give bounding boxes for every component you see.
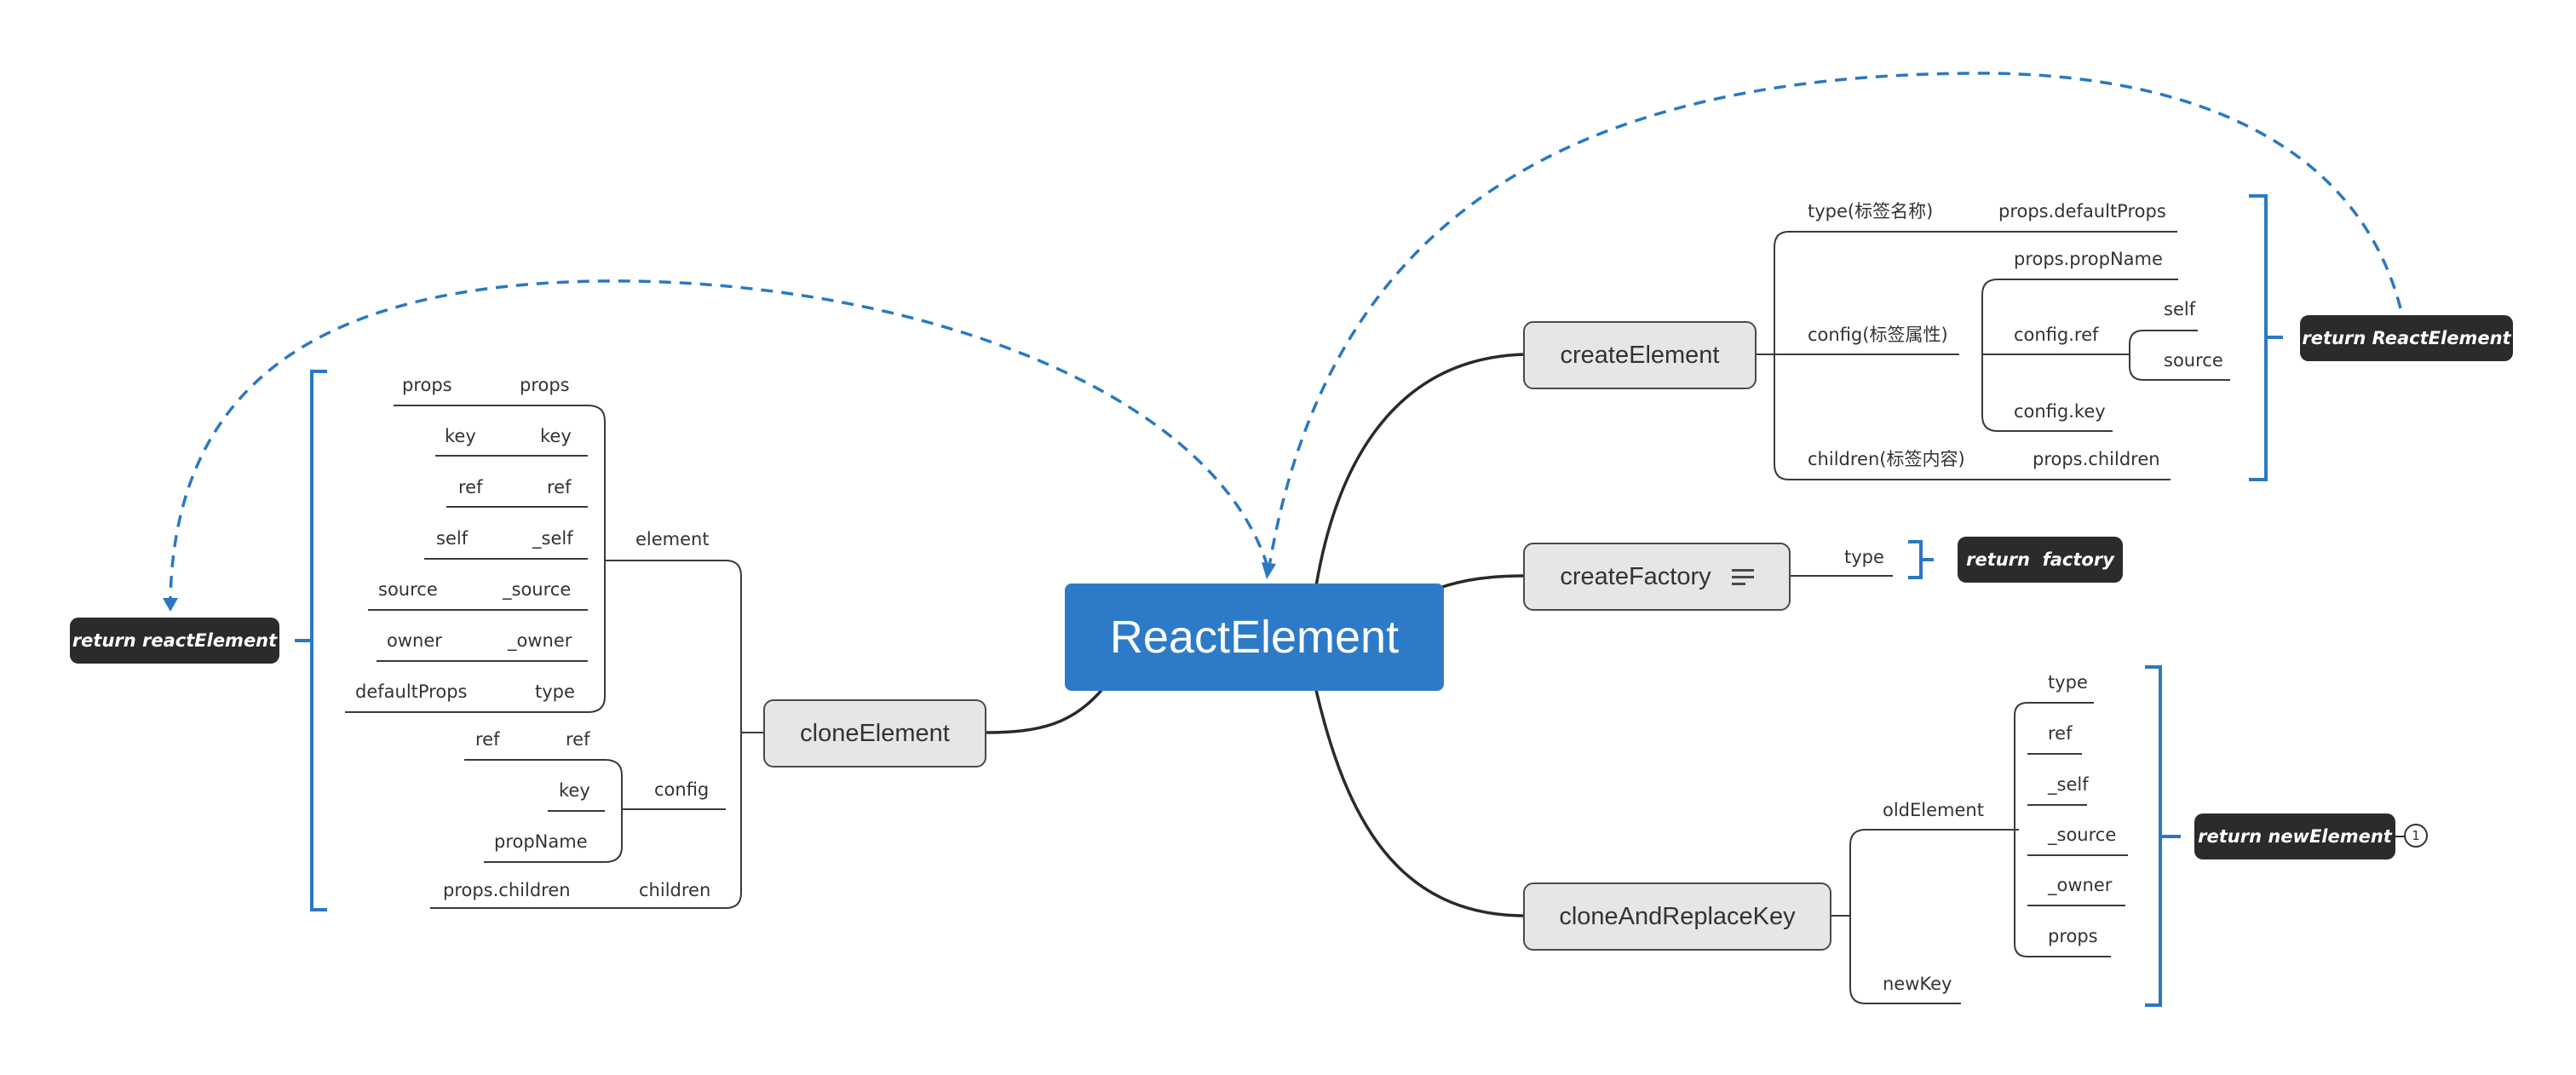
- root-node[interactable]: ReactElement: [1065, 583, 1444, 691]
- marker-badge-label: 1: [2412, 828, 2420, 843]
- return-factory-label: return factory: [1966, 549, 2114, 570]
- return-newElement-node[interactable]: return newElement: [2194, 813, 2395, 859]
- link-root-createFactory: [1439, 574, 1526, 589]
- config-label: config: [654, 779, 710, 800]
- element-row-owner-target: owner: [387, 630, 442, 651]
- return-ReactElement-node[interactable]: return ReactElement: [2300, 315, 2513, 361]
- return-ReactElement-label: return ReactElement: [2302, 328, 2511, 348]
- param-config-label: config(标签属性): [1808, 325, 1948, 345]
- ref-self: self: [2164, 299, 2196, 319]
- createElement-node[interactable]: createElement: [1523, 321, 1757, 389]
- config-key: config.key: [2014, 401, 2106, 422]
- element-row-props-target: props: [402, 375, 452, 395]
- ref-source: source: [2164, 350, 2223, 371]
- dashed-arrow-clone: [169, 279, 1269, 601]
- cloneElement-label: cloneElement: [800, 719, 950, 747]
- config-row-ref-target: ref: [475, 729, 500, 750]
- oldElement-field-type: type: [2048, 672, 2088, 693]
- oldElement-field-owner: _owner: [2048, 875, 2113, 895]
- cloneAndReplaceKey-label: cloneAndReplaceKey: [1559, 902, 1796, 930]
- param-type-maps: props.defaultProps: [1998, 201, 2166, 221]
- element-row-self-source: _self: [532, 528, 573, 549]
- oldElement-field-source: _source: [2048, 825, 2117, 845]
- notes-icon[interactable]: [1731, 565, 1754, 589]
- return-reactElement-label: return reactElement: [72, 630, 278, 651]
- marker-badge[interactable]: 1: [2404, 824, 2428, 848]
- element-row-source-source: _source: [503, 579, 572, 600]
- arrowhead-clone: [163, 598, 178, 612]
- cloneElement-node[interactable]: cloneElement: [763, 699, 986, 767]
- oldElement-field-ref: ref: [2048, 723, 2073, 744]
- link-root-cloneElement: [986, 687, 1105, 734]
- summary-bracket-createFactory: [1908, 540, 1934, 579]
- config-row-propName-source: propName: [494, 831, 588, 852]
- element-row-self-target: self: [436, 528, 469, 549]
- summary-bracket-cloneAndReplaceKey: [2145, 665, 2181, 1007]
- dashed-arrow-create: [1268, 72, 2402, 567]
- element-row-source-target: source: [378, 579, 438, 600]
- param-children-label: children(标签内容): [1808, 449, 1965, 469]
- oldElement-field-props: props: [2048, 926, 2098, 946]
- createElement-label: createElement: [1560, 341, 1720, 369]
- children-label: children: [639, 880, 711, 900]
- newKey-label: newKey: [1883, 974, 1952, 994]
- config-row-ref-source: ref: [566, 729, 590, 750]
- element-label: element: [635, 529, 710, 549]
- element-row-defaultProps-target: defaultProps: [355, 681, 468, 702]
- config-ref: config.ref: [2014, 325, 2099, 345]
- param-children-maps: props.children: [2033, 449, 2160, 469]
- return-reactElement-node[interactable]: return reactElement: [70, 618, 279, 664]
- element-row-defaultProps-source: type: [535, 681, 575, 702]
- createFactory-node[interactable]: createFactory: [1523, 543, 1791, 611]
- element-row-key-target: key: [445, 426, 476, 446]
- element-row-props-source: props: [520, 375, 570, 395]
- oldElement-label: oldElement: [1883, 800, 1984, 820]
- summary-bracket-cloneElement: [295, 370, 327, 911]
- oldElement-field-self: _self: [2048, 774, 2089, 795]
- config-propname: props.propName: [2014, 249, 2163, 269]
- element-row-ref-target: ref: [458, 477, 483, 497]
- element-row-ref-source: ref: [547, 477, 572, 497]
- element-row-key-source: key: [540, 426, 572, 446]
- arrowhead-create: [1262, 562, 1276, 579]
- createFactory-label: createFactory: [1560, 562, 1711, 590]
- return-newElement-label: return newElement: [2198, 826, 2392, 847]
- return-factory-node[interactable]: return factory: [1958, 537, 2123, 583]
- cloneAndReplaceKey-node[interactable]: cloneAndReplaceKey: [1523, 882, 1831, 951]
- element-row-owner-source: _owner: [508, 630, 572, 651]
- root-label: ReactElement: [1109, 612, 1400, 663]
- param-type-label: type(标签名称): [1808, 201, 1934, 221]
- link-root-createElement: [1314, 353, 1526, 587]
- children-target: props.children: [443, 880, 571, 900]
- config-row-key-source: key: [559, 780, 590, 801]
- summary-bracket-createElement: [2249, 194, 2283, 481]
- link-root-cloneAndReplaceKey: [1314, 689, 1526, 917]
- createFactory-param: type: [1844, 547, 1884, 567]
